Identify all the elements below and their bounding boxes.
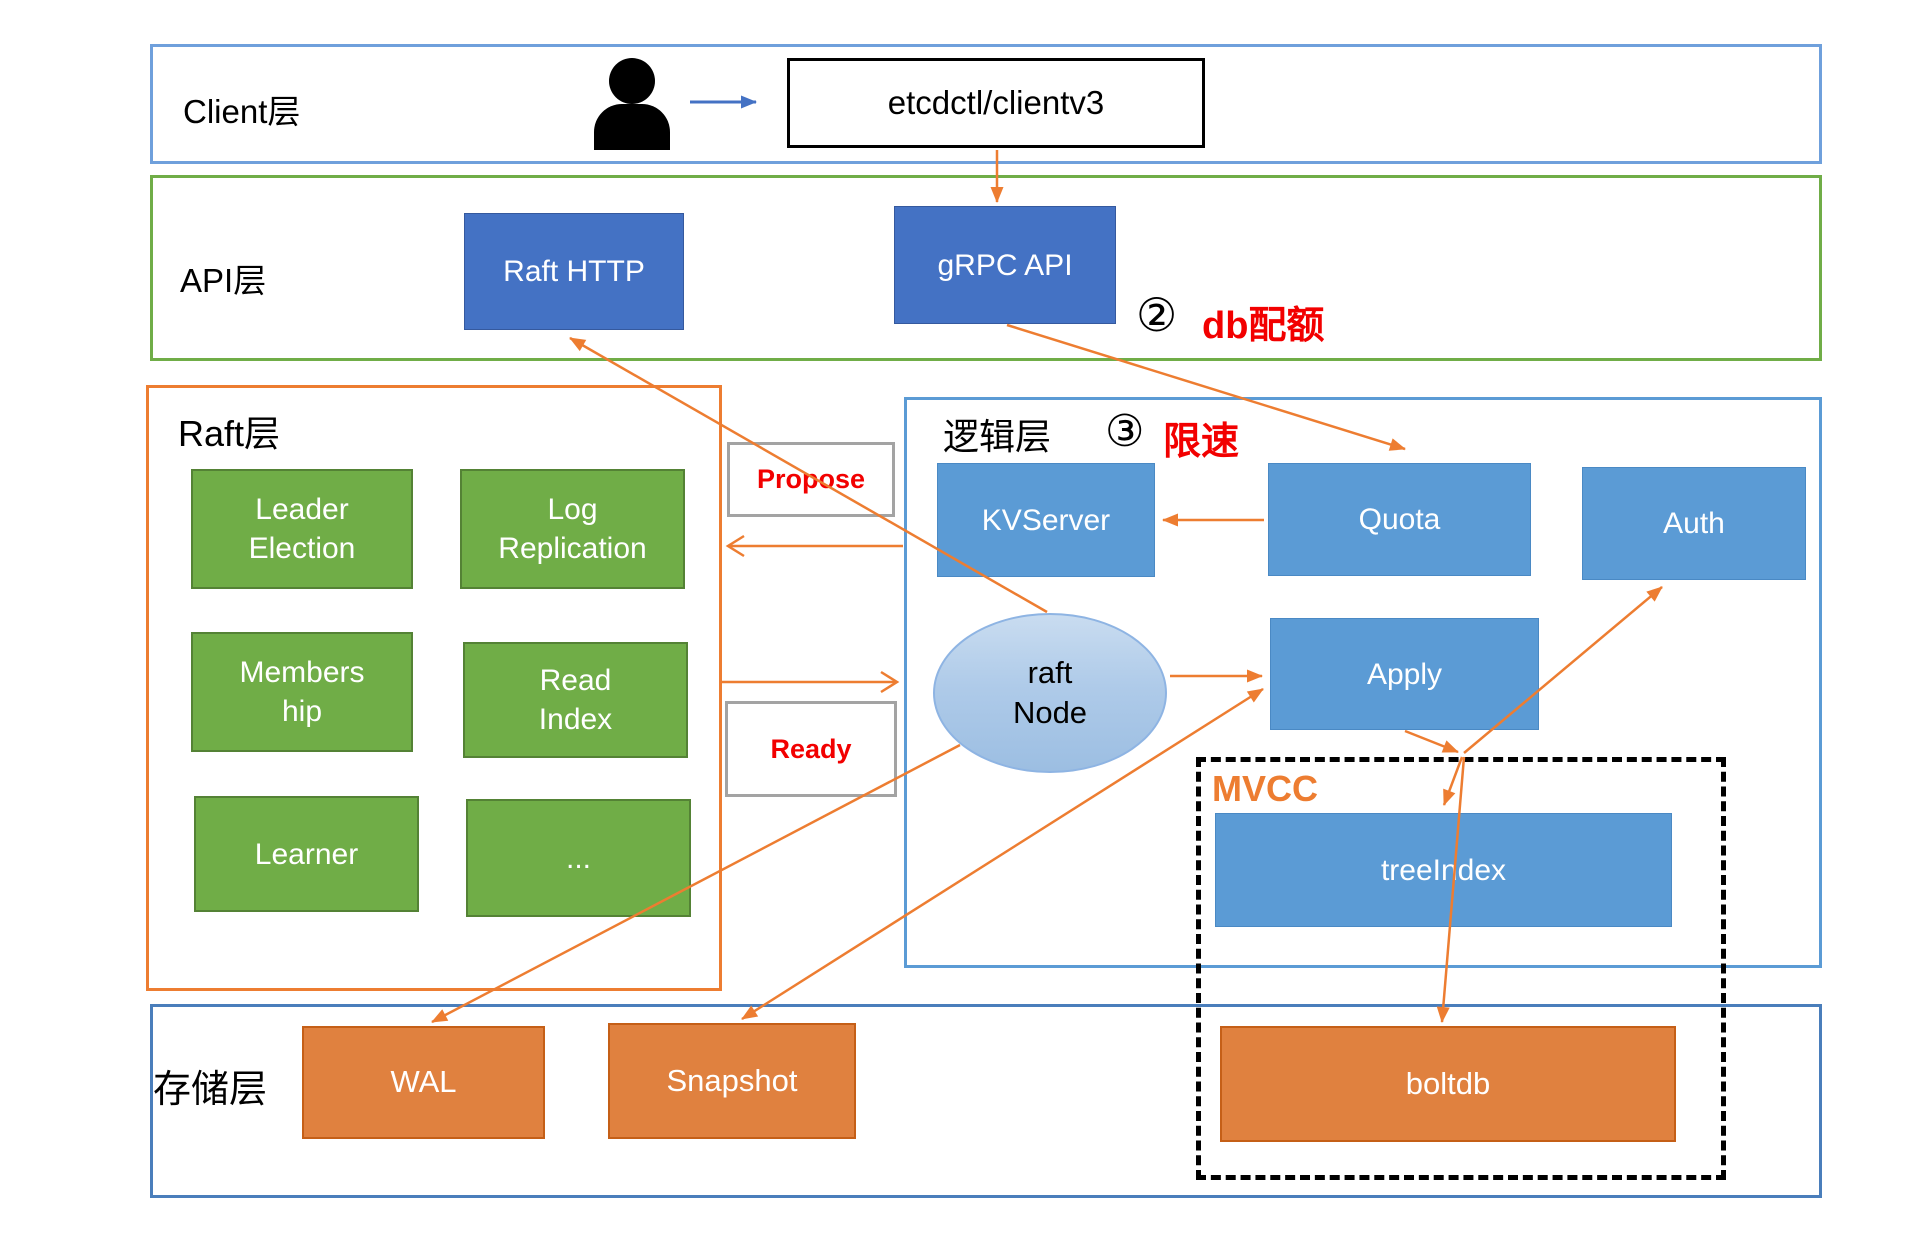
read-index-box: Read Index <box>463 642 688 758</box>
leader-election-box: Leader Election <box>191 469 413 589</box>
log-replication-box: Log Replication <box>460 469 685 589</box>
client-layer-box <box>150 44 1822 164</box>
auth-box: Auth <box>1582 467 1806 580</box>
client-layer-title: Client层 <box>183 93 301 130</box>
step2-circled-number: ② <box>1136 288 1178 342</box>
step3-circled-number: ③ <box>1105 406 1145 457</box>
raft-node-ellipse: raft Node <box>933 613 1167 773</box>
more-modules-box: ... <box>466 799 691 917</box>
raft-http-box: Raft HTTP <box>464 213 684 330</box>
step2-db-quota-label: db配额 <box>1202 305 1325 347</box>
api-layer-title: API层 <box>180 262 267 299</box>
wal-box: WAL <box>302 1026 545 1139</box>
raft-layer-title: Raft层 <box>178 413 281 454</box>
snapshot-box: Snapshot <box>608 1023 856 1139</box>
apply-box: Apply <box>1270 618 1539 730</box>
learner-box: Learner <box>194 796 419 912</box>
kvserver-box: KVServer <box>937 463 1155 577</box>
quota-box: Quota <box>1268 463 1531 576</box>
step3-rate-limit-label: 限速 <box>1163 421 1240 463</box>
etcdctl-clientv3-box: etcdctl/clientv3 <box>787 58 1205 148</box>
treeindex-box: treeIndex <box>1215 813 1672 927</box>
propose-label-box: Propose <box>727 442 895 517</box>
person-icon <box>594 58 670 150</box>
mvcc-label: MVCC <box>1212 768 1318 809</box>
membership-box: Members hip <box>191 632 413 752</box>
storage-layer-title: 存储层 <box>153 1069 268 1111</box>
boltdb-box: boltdb <box>1220 1026 1676 1142</box>
ready-label-box: Ready <box>725 701 897 797</box>
grpc-api-box: gRPC API <box>894 206 1116 324</box>
